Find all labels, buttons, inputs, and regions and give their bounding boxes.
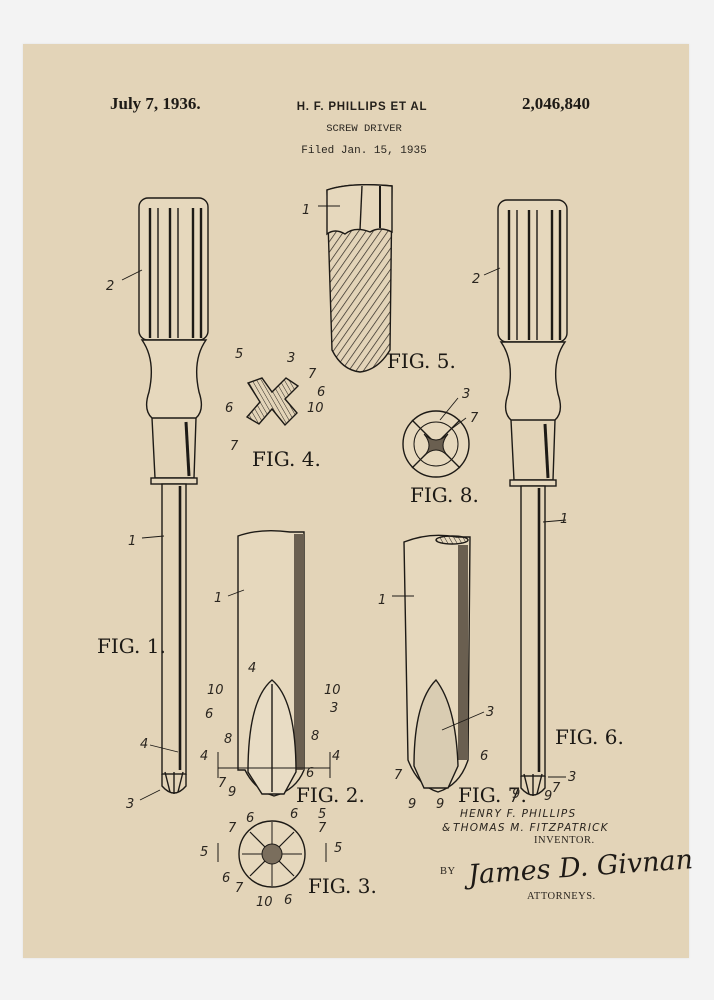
inventor-header: H. F. PHILLIPS ET AL bbox=[296, 101, 428, 113]
fig1-label: FIG. 1. bbox=[97, 634, 166, 658]
svg-text:6: 6 bbox=[290, 807, 298, 822]
patent-number: 2,046,840 bbox=[522, 94, 590, 113]
svg-text:3: 3 bbox=[287, 351, 295, 366]
fig6-screwdriver bbox=[497, 199, 568, 796]
fig8-end-view bbox=[402, 410, 470, 478]
svg-text:7: 7 bbox=[470, 411, 479, 426]
svg-text:6: 6 bbox=[222, 871, 230, 886]
svg-text:10: 10 bbox=[256, 895, 273, 910]
svg-text:4: 4 bbox=[332, 749, 340, 764]
svg-text:9: 9 bbox=[512, 787, 520, 802]
svg-text:3: 3 bbox=[126, 797, 134, 812]
svg-text:7: 7 bbox=[235, 881, 244, 896]
svg-text:1: 1 bbox=[128, 534, 136, 549]
svg-text:6: 6 bbox=[225, 401, 233, 416]
svg-text:6: 6 bbox=[205, 707, 213, 722]
svg-text:6: 6 bbox=[317, 385, 325, 400]
svg-text:4: 4 bbox=[140, 737, 148, 752]
fig8-label: FIG. 8. bbox=[410, 483, 479, 507]
inventor-2: THOMAS M. FITZPATRICK bbox=[453, 822, 609, 834]
svg-text:6: 6 bbox=[480, 749, 488, 764]
fig1-screwdriver bbox=[138, 197, 209, 794]
svg-text:1: 1 bbox=[214, 591, 222, 606]
svg-text:4: 4 bbox=[200, 749, 208, 764]
fig4-cross-section bbox=[245, 377, 300, 427]
svg-text:5: 5 bbox=[200, 845, 208, 860]
svg-text:6: 6 bbox=[306, 766, 314, 781]
fig5-section bbox=[326, 183, 393, 373]
fig7-tip bbox=[403, 534, 471, 793]
svg-text:8: 8 bbox=[311, 729, 319, 744]
fig2-label: FIG. 2. bbox=[296, 783, 365, 807]
filed-date: Filed Jan. 15, 1935 bbox=[301, 145, 427, 157]
svg-text:7: 7 bbox=[230, 439, 239, 454]
svg-text:3: 3 bbox=[330, 701, 338, 716]
svg-text:5: 5 bbox=[318, 807, 326, 822]
svg-text:9: 9 bbox=[436, 797, 444, 812]
svg-text:4: 4 bbox=[248, 661, 256, 676]
inventor-role: INVENTOR. bbox=[534, 835, 595, 846]
svg-text:6: 6 bbox=[246, 811, 254, 826]
svg-text:7: 7 bbox=[228, 821, 237, 836]
svg-text:1: 1 bbox=[378, 593, 386, 608]
svg-text:7: 7 bbox=[394, 768, 403, 783]
svg-text:10: 10 bbox=[207, 683, 224, 698]
svg-text:2: 2 bbox=[472, 272, 480, 287]
patent-title: SCREW DRIVER bbox=[326, 123, 402, 135]
fig5-label: FIG. 5. bbox=[387, 349, 456, 373]
svg-text:3: 3 bbox=[568, 770, 576, 785]
fig4-label: FIG. 4. bbox=[252, 447, 321, 471]
svg-text:7: 7 bbox=[308, 367, 317, 382]
svg-text:1: 1 bbox=[560, 512, 568, 527]
fig7-label: FIG. 7. bbox=[458, 783, 527, 807]
svg-text:7: 7 bbox=[318, 821, 327, 836]
attorney-role: ATTORNEYS. bbox=[527, 891, 596, 902]
svg-text:3: 3 bbox=[462, 387, 470, 402]
inventor-1: HENRY F. PHILLIPS bbox=[460, 808, 577, 820]
by-label: BY bbox=[440, 866, 456, 877]
svg-text:5: 5 bbox=[334, 841, 342, 856]
svg-text:10: 10 bbox=[324, 683, 341, 698]
svg-text:10: 10 bbox=[307, 401, 324, 416]
svg-text:7: 7 bbox=[552, 781, 561, 796]
svg-text:9: 9 bbox=[408, 797, 416, 812]
fig2-tip bbox=[217, 529, 331, 797]
svg-text:6: 6 bbox=[284, 893, 292, 908]
fig3-section bbox=[217, 820, 327, 888]
svg-text:5: 5 bbox=[235, 347, 243, 362]
svg-text:9: 9 bbox=[544, 789, 552, 804]
svg-text:9: 9 bbox=[228, 785, 236, 800]
fig3-label: FIG. 3. bbox=[308, 874, 377, 898]
svg-text:2: 2 bbox=[106, 279, 114, 294]
inventor-prefix: & bbox=[442, 822, 452, 834]
svg-text:7: 7 bbox=[218, 776, 227, 791]
fig6-label: FIG. 6. bbox=[555, 725, 624, 749]
svg-text:1: 1 bbox=[302, 203, 310, 218]
patent-date: July 7, 1936. bbox=[110, 94, 201, 113]
svg-text:3: 3 bbox=[486, 705, 494, 720]
svg-text:8: 8 bbox=[224, 732, 232, 747]
